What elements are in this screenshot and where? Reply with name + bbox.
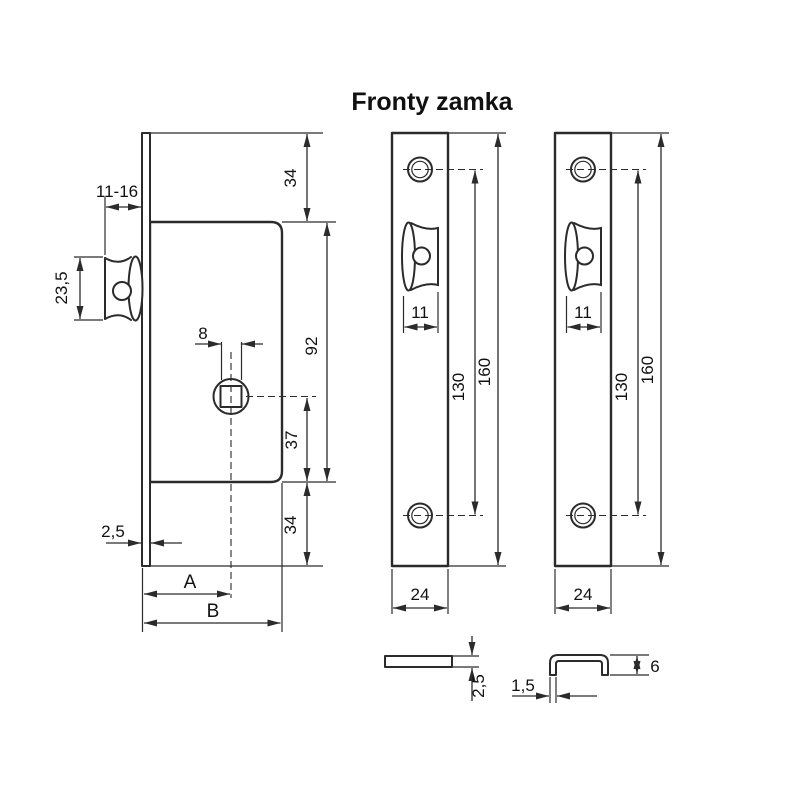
- dim-label-spindle-square: 8: [198, 324, 207, 343]
- dim-label-plate-width-1: 24: [411, 585, 430, 604]
- dim-bottom-offset: 34: [142, 481, 336, 567]
- dim-hole-spacing-2: 130: [612, 170, 642, 515]
- dim-label-flat-thickness: 2,5: [469, 674, 488, 698]
- dim-label-channel-height: 6: [650, 657, 659, 676]
- dim-label-channel-wall: 1,5: [511, 676, 535, 695]
- dim-label-roller-depth: 11-16: [96, 182, 138, 201]
- dim-label-hole-spacing-2: 130: [612, 373, 631, 401]
- flat-bar-profile: [384, 655, 453, 668]
- dim-faceplate-thickness: 2,5: [101, 522, 182, 547]
- spindle-hole: [212, 352, 316, 598]
- roller-bolt-front-1: [401, 221, 439, 292]
- dim-label-plate-height-2: 160: [638, 356, 657, 384]
- roller-pin: [412, 246, 431, 266]
- u-channel-profile: [549, 654, 609, 676]
- dim-body-height: 92: [302, 223, 331, 481]
- dim-hole-spacing-1: 130: [449, 170, 479, 515]
- dim-spindle-square: 8: [195, 324, 263, 380]
- dim-label-plate-width-2: 24: [574, 585, 593, 604]
- section-flat-bar: 2,5: [384, 636, 488, 701]
- dim-plate-width-2: 24: [554, 569, 612, 614]
- dim-plate-width-1: 24: [391, 569, 449, 614]
- faceplate-2: [553, 131, 613, 568]
- dim-plate-height-2: 160: [611, 132, 669, 567]
- dim-top-offset: 34: [150, 132, 336, 223]
- dim-channel-height: 6: [610, 654, 660, 676]
- dim-label-roller-height: 23,5: [52, 271, 71, 304]
- dim-roller-height: 23,5: [52, 256, 103, 321]
- dim-roller-depth: 11-16: [96, 182, 141, 255]
- dim-spindle-to-bottom: 37: [282, 398, 311, 481]
- roller-bolt-front-2: [564, 221, 602, 292]
- screw-hole-bottom-1: [403, 502, 483, 529]
- lock-side-view: 11-16 23,5 34 92 8: [52, 132, 336, 632]
- roller-pin: [575, 246, 594, 266]
- dim-channel-wall: 1,5: [511, 676, 597, 703]
- roller-bolt-side: [104, 255, 144, 322]
- dim-label-backset: A: [184, 572, 197, 593]
- dim-label-top-offset: 34: [281, 169, 300, 188]
- screw-hole-bottom-2: [566, 502, 646, 529]
- dim-roller-width-2: 11: [565, 292, 602, 333]
- dim-body-depth-B: B: [144, 483, 283, 632]
- dim-label-spindle-to-bottom: 37: [282, 431, 301, 450]
- faceplate-front-view-2: 11 130 160 24: [553, 131, 669, 614]
- faceplate-edge: [141, 132, 151, 567]
- dim-label-body-height: 92: [302, 337, 321, 356]
- roller-pin: [112, 281, 132, 301]
- dim-label-faceplate-thickness: 2,5: [101, 522, 125, 541]
- dim-label-hole-spacing-1: 130: [449, 373, 468, 401]
- dim-label-roller-width-1: 11: [411, 303, 429, 322]
- dim-label-plate-height-1: 160: [475, 358, 494, 386]
- dim-label-body-depth: B: [207, 601, 220, 622]
- dim-plate-height-1: 160: [448, 132, 506, 567]
- lock-body: [148, 220, 284, 484]
- dim-label-bottom-offset: 34: [281, 516, 300, 535]
- dim-label-roller-width-2: 11: [574, 303, 592, 322]
- screw-hole-top-1: [403, 156, 483, 183]
- faceplate-1: [390, 131, 450, 568]
- faceplate-front-view-1: 11 130 160 24: [390, 131, 506, 614]
- section-u-channel: 1,5 6: [511, 654, 660, 703]
- page-title: Fronty zamka: [351, 88, 513, 116]
- dim-roller-width-1: 11: [402, 292, 439, 333]
- screw-hole-top-2: [566, 156, 646, 183]
- dim-backset-A: A: [141, 568, 230, 632]
